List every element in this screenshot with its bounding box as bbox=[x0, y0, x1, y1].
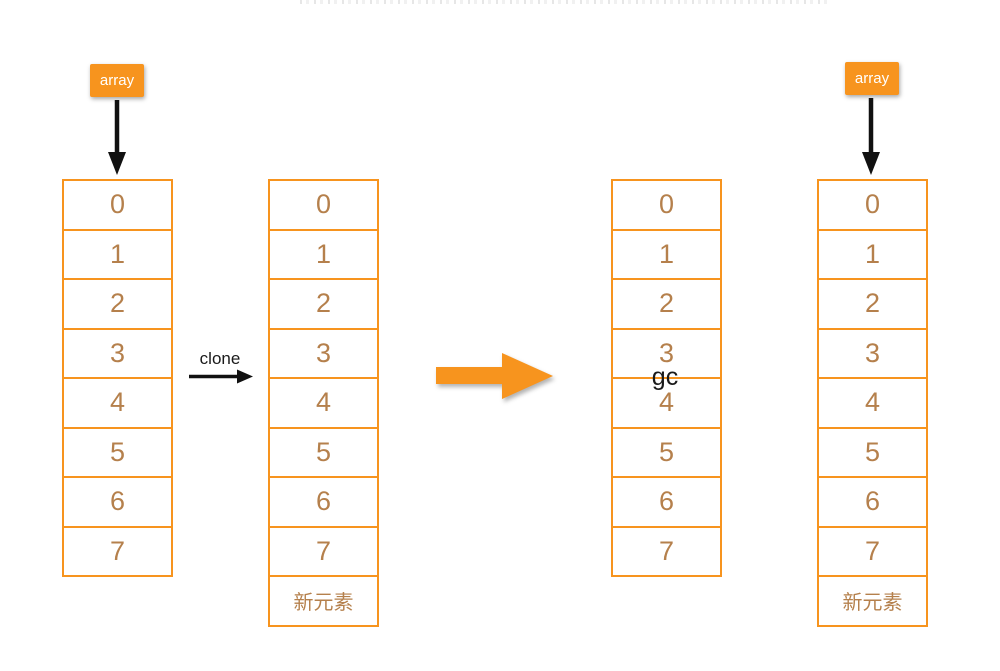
array-cell: 2 bbox=[819, 278, 926, 328]
gc-label: gc bbox=[651, 363, 679, 391]
array-pointer-label-right: array bbox=[845, 62, 899, 95]
array-cell: 1 bbox=[819, 228, 926, 279]
down-arrow-icon bbox=[862, 98, 880, 175]
array-cell: 4 bbox=[613, 377, 720, 427]
array-cell: 3 bbox=[819, 327, 926, 378]
array-cell: 1 bbox=[64, 228, 171, 279]
array-cell: 2 bbox=[64, 278, 171, 328]
array-cell: 4 bbox=[64, 377, 171, 427]
array-cell: 0 bbox=[658, 189, 675, 220]
array-cell: 2 bbox=[613, 278, 720, 328]
down-arrow-icon bbox=[108, 100, 126, 175]
array-cell: 4 bbox=[819, 377, 926, 427]
old-array-gc: 0 1 2 3 4 5 6 7 bbox=[611, 179, 722, 577]
array-cell: 0 bbox=[864, 189, 881, 220]
new-element-cell: 新元素 bbox=[270, 575, 377, 625]
array-cell: 6 bbox=[270, 476, 377, 526]
new-array: 0 1 2 3 4 5 6 7 新元素 bbox=[817, 179, 928, 627]
array-cell: 3 bbox=[64, 327, 171, 378]
array-cell: 5 bbox=[819, 426, 926, 477]
clone-arrow-icon bbox=[189, 369, 253, 384]
array-cell: 0 bbox=[315, 189, 332, 220]
array-cell: 3 bbox=[270, 327, 377, 378]
array-cell: 5 bbox=[613, 426, 720, 477]
array-cell: 5 bbox=[270, 426, 377, 477]
array-cell: 3 bbox=[613, 327, 720, 378]
source-array: 0 1 2 3 4 5 6 7 bbox=[62, 179, 173, 577]
array-cell: 7 bbox=[819, 525, 926, 576]
big-right-arrow-icon bbox=[436, 353, 553, 399]
cloned-array: 0 1 2 3 4 5 6 7 新元素 bbox=[268, 179, 379, 627]
array-cell: 0 bbox=[109, 189, 126, 220]
array-cell: 6 bbox=[64, 476, 171, 526]
array-pointer-label-text: array bbox=[854, 70, 890, 87]
array-cell: 4 bbox=[270, 377, 377, 427]
array-pointer-label-text: array bbox=[99, 72, 135, 89]
array-cell: 7 bbox=[64, 525, 171, 576]
clone-label: clone bbox=[199, 349, 241, 368]
array-cell: 1 bbox=[270, 228, 377, 279]
array-cell: 6 bbox=[819, 476, 926, 526]
array-cell: 7 bbox=[270, 525, 377, 576]
new-element-cell: 新元素 bbox=[819, 575, 926, 625]
array-cell: 2 bbox=[270, 278, 377, 328]
array-cell: 5 bbox=[64, 426, 171, 477]
array-cell: 7 bbox=[613, 525, 720, 576]
array-cell: 1 bbox=[613, 228, 720, 279]
array-cell: 6 bbox=[613, 476, 720, 526]
cut-off-text-artifact bbox=[300, 0, 830, 4]
array-pointer-label-left: array bbox=[90, 64, 144, 97]
